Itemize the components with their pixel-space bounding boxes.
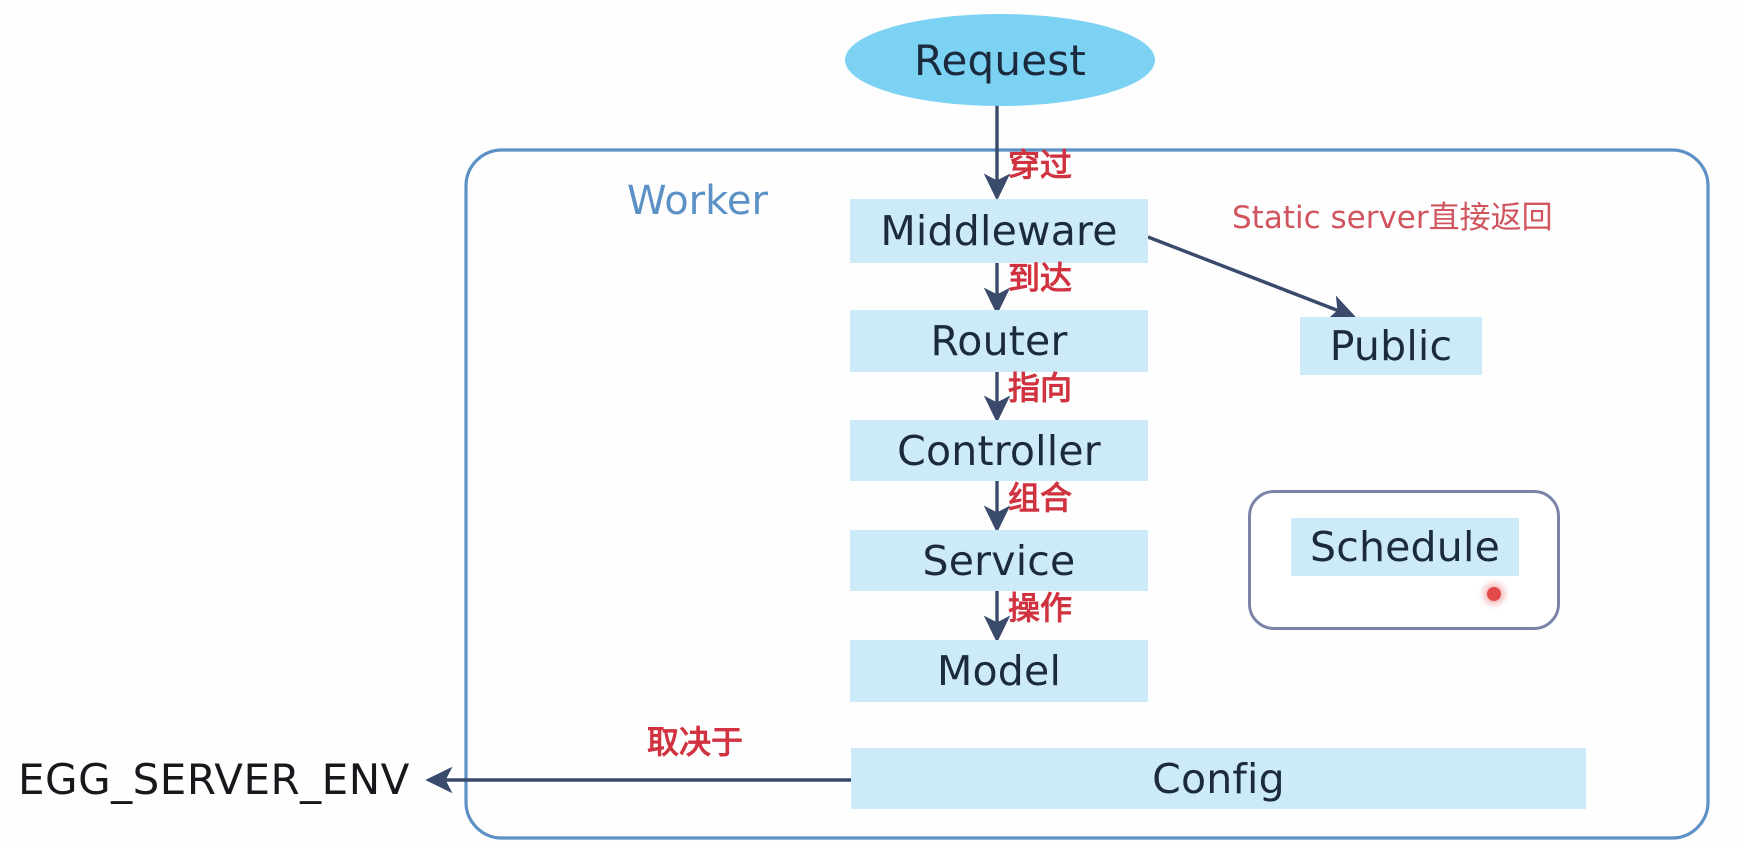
node-service[interactable]: Service bbox=[850, 530, 1148, 591]
egg-server-env-label: EGG_SERVER_ENV bbox=[18, 755, 410, 804]
node-public[interactable]: Public bbox=[1300, 317, 1482, 375]
node-request[interactable]: Request bbox=[845, 14, 1155, 106]
node-schedule-label: Schedule bbox=[1309, 523, 1500, 571]
node-controller[interactable]: Controller bbox=[850, 420, 1148, 481]
node-middleware-label: Middleware bbox=[880, 207, 1118, 255]
node-config[interactable]: Config bbox=[851, 748, 1586, 809]
node-router-label: Router bbox=[930, 317, 1068, 365]
node-router[interactable]: Router bbox=[850, 310, 1148, 372]
schedule-status-dot bbox=[1487, 587, 1501, 601]
node-schedule[interactable]: Schedule bbox=[1291, 518, 1519, 576]
schedule-frame[interactable]: Schedule bbox=[1248, 490, 1560, 630]
node-service-label: Service bbox=[922, 536, 1076, 585]
edge-label-controller-service: 组合 bbox=[1008, 479, 1073, 517]
edge-label-config-env: 取决于 bbox=[647, 723, 744, 761]
edge-label-router-controller: 指向 bbox=[1008, 369, 1073, 407]
node-controller-label: Controller bbox=[897, 426, 1101, 475]
node-model[interactable]: Model bbox=[850, 640, 1148, 702]
node-request-label: Request bbox=[913, 35, 1086, 85]
edge-middleware-public bbox=[1147, 235, 1357, 321]
worker-label: Worker bbox=[627, 178, 768, 224]
edge-label-middleware-router: 到达 bbox=[1008, 259, 1073, 297]
node-model-label: Model bbox=[936, 647, 1062, 695]
node-public-label: Public bbox=[1329, 322, 1453, 370]
node-middleware[interactable]: Middleware bbox=[850, 199, 1148, 263]
edge-label-middleware-public: Static server直接返回 bbox=[1232, 200, 1553, 236]
node-config-label: Config bbox=[1152, 754, 1285, 803]
edge-label-service-model: 操作 bbox=[1008, 589, 1073, 627]
edge-label-request-middleware: 穿过 bbox=[1008, 146, 1073, 184]
